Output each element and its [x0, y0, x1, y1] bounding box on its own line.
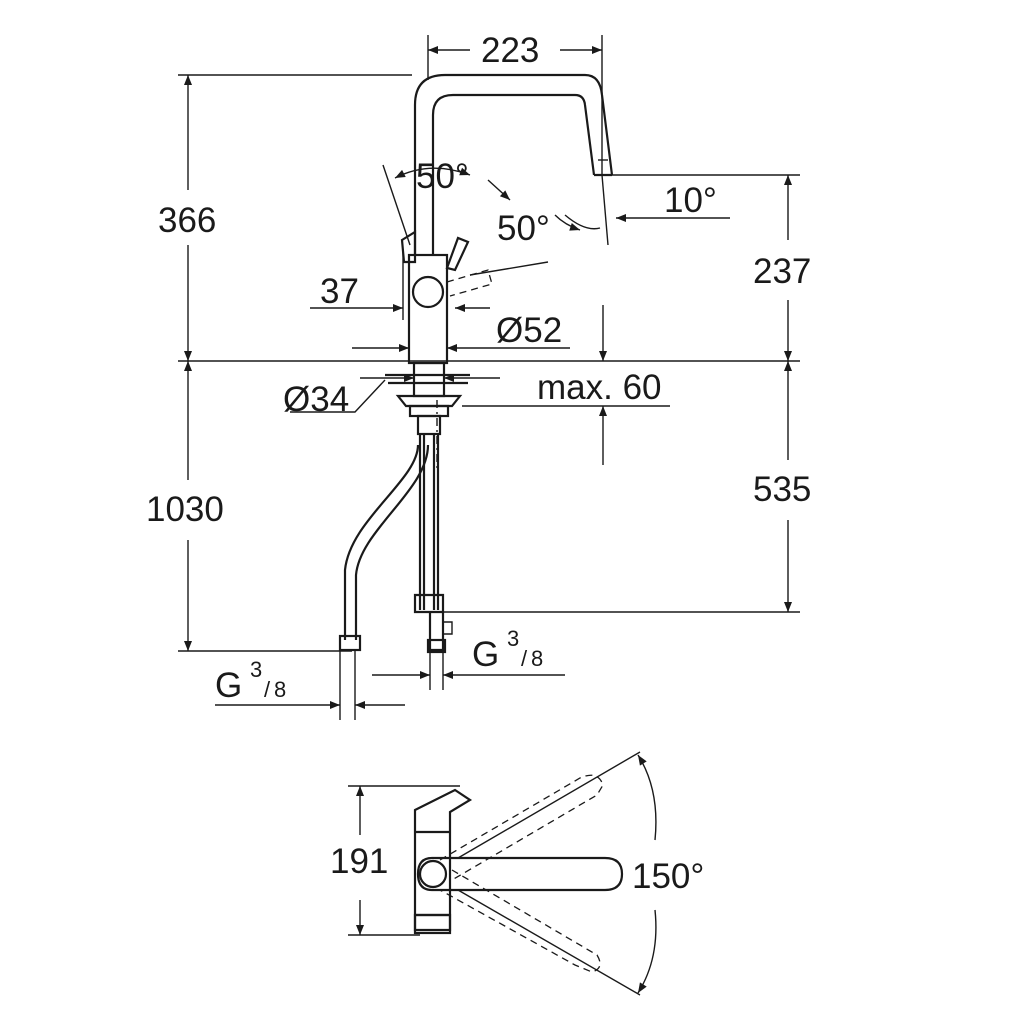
dim-height-above-deck: 366 — [158, 201, 216, 240]
top-spout — [416, 856, 624, 892]
svg-text:8: 8 — [274, 677, 286, 702]
faucet-top-view — [348, 751, 657, 996]
right-lever — [445, 236, 470, 272]
dim-swivel-angle: 150° — [632, 857, 704, 896]
dimension-lines — [178, 35, 800, 709]
mount-nut — [408, 404, 450, 418]
dim-outlet-angle: 10° — [664, 181, 717, 220]
dim-top-view-depth: 191 — [330, 842, 388, 881]
dim-lever-offset: 37 — [320, 272, 359, 311]
svg-text:/: / — [264, 677, 271, 702]
spout-outer — [413, 73, 614, 255]
svg-text:8: 8 — [531, 646, 543, 671]
hose-cold — [418, 434, 426, 610]
svg-text:G: G — [215, 666, 242, 705]
dim-spout-reach: 223 — [481, 31, 539, 70]
mount-plate — [395, 394, 463, 408]
lever-hub — [411, 275, 445, 309]
spout-swivel-left — [439, 774, 604, 881]
lever-alt-position — [446, 269, 493, 297]
top-base-thread — [413, 913, 452, 935]
base-shank — [412, 361, 446, 398]
svg-text:3: 3 — [250, 657, 262, 682]
dim-below-deck-length: 535 — [753, 470, 811, 509]
connector — [416, 414, 442, 436]
dim-hole-diameter: Ø34 — [283, 380, 349, 419]
dim-thread-left: G 3 / 8 — [215, 657, 286, 705]
spout-swivel-right — [439, 869, 601, 973]
check-valve — [428, 612, 445, 652]
left-fitting — [338, 634, 362, 652]
hose-hot — [432, 434, 440, 610]
svg-text:G: G — [472, 635, 499, 674]
faucet-side-view — [338, 73, 614, 720]
spout-inner — [431, 93, 596, 255]
dim-body-diameter: Ø52 — [496, 311, 562, 350]
dim-thread-right: G 3 / 8 — [472, 626, 543, 674]
svg-text:/: / — [521, 646, 528, 671]
dim-lever-angle-right: 50° — [497, 209, 550, 248]
svg-text:3: 3 — [507, 626, 519, 651]
dim-lever-angle-left: 50° — [416, 157, 469, 196]
hose-pullout — [343, 444, 430, 640]
base-gasket — [385, 373, 470, 385]
dim-spout-outlet-height: 237 — [753, 252, 811, 291]
body-column — [407, 253, 449, 365]
dim-max-deck-thickness: max. 60 — [537, 368, 662, 407]
dim-total-hose-length: 1030 — [146, 490, 224, 529]
